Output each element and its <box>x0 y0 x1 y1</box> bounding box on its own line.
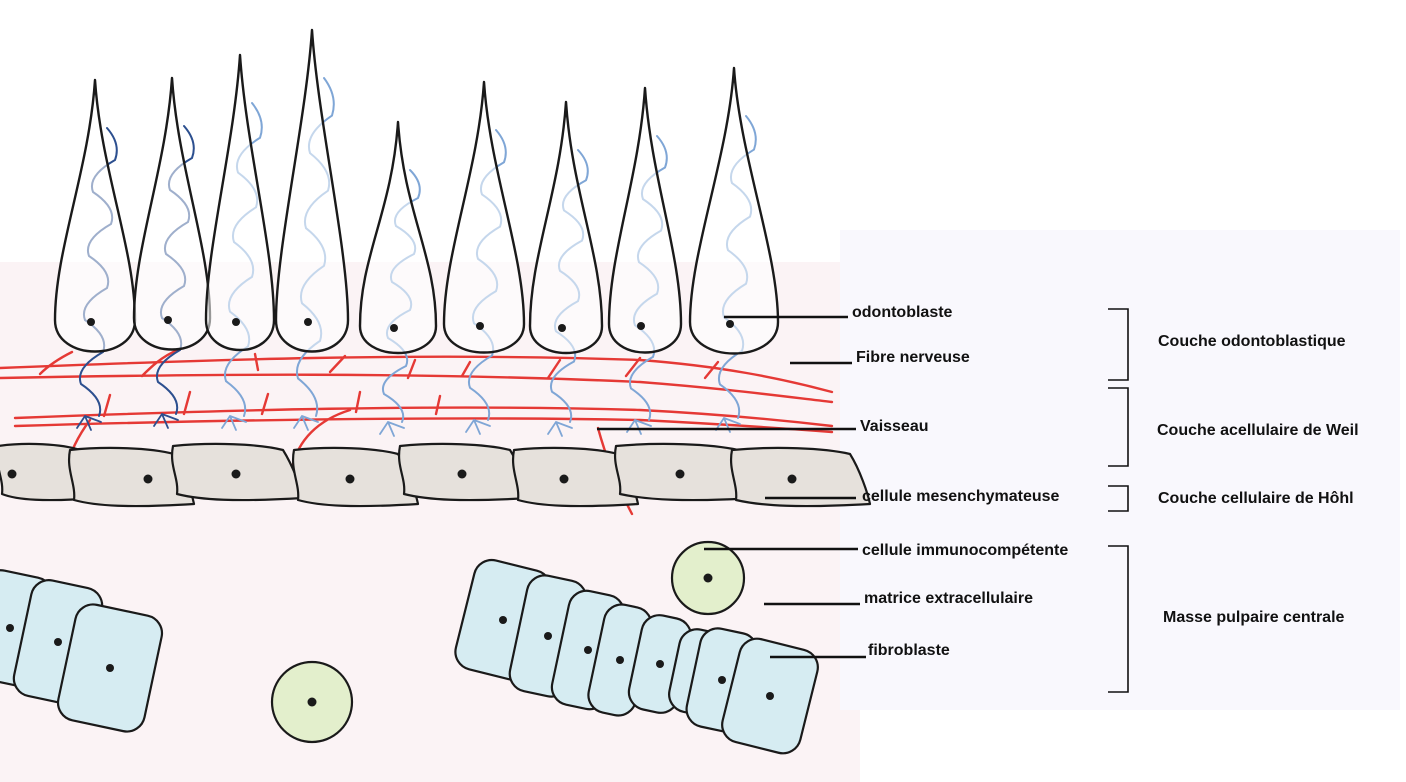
mesenchymal-nucleus <box>231 469 241 479</box>
vessel-stroke <box>140 348 180 378</box>
fibroblast-nucleus <box>6 624 14 632</box>
vessel-stroke <box>0 373 834 404</box>
odontoblast-cell <box>204 53 276 352</box>
odontoblast-cell <box>132 76 212 351</box>
mesenchymal-nucleus <box>7 469 17 479</box>
vessel-stroke <box>102 393 112 418</box>
fibroblast-group <box>0 558 819 755</box>
nerve-ending <box>221 415 247 431</box>
layer-masse-pulpaire-centrale: Masse pulpaire centrale <box>1163 609 1345 626</box>
label-cellule-immunocompetente: cellule immunocompétente <box>862 542 1069 559</box>
vessels <box>0 348 834 516</box>
mesenchymal-nucleus <box>675 469 685 479</box>
nerve-ending <box>465 419 491 435</box>
vessel-stroke <box>253 352 260 372</box>
leader-lines <box>597 315 866 659</box>
vessel-stroke <box>182 390 192 416</box>
vessel-stroke <box>406 358 417 380</box>
odontoblast-cell <box>53 78 137 353</box>
odontoblast-cell <box>358 120 438 355</box>
mesenchymal-cell <box>730 446 872 508</box>
fibroblast-nucleus <box>499 616 507 624</box>
mesenchymal-nucleus <box>559 474 569 484</box>
vessel-stroke <box>260 392 270 416</box>
mesenchymal-nucleus <box>457 469 467 479</box>
fibroblast-nucleus <box>106 664 114 672</box>
layer-bracket <box>1108 485 1129 512</box>
vessel-stroke <box>0 355 834 394</box>
label-panel-background <box>840 230 1400 710</box>
immune-cell-nucleus <box>307 697 317 707</box>
layer-bracket <box>1108 308 1129 381</box>
label-matrice-extracellulaire: matrice extracellulaire <box>864 590 1033 607</box>
vessel-stroke <box>546 358 562 380</box>
fibroblast-nucleus <box>718 676 726 684</box>
mesenchymal-cell <box>68 446 196 508</box>
odontoblast-cell <box>528 100 604 355</box>
layer-couche-cellulaire-hohl: Couche cellulaire de Hôhl <box>1158 490 1354 507</box>
odontoblast-nucleus <box>164 316 172 324</box>
fibroblast-nucleus <box>616 656 624 664</box>
fibroblast-nucleus <box>54 638 62 646</box>
odontoblast-nucleus <box>476 322 484 330</box>
vessel-stroke <box>13 417 834 434</box>
vessel-stroke <box>354 390 362 414</box>
odontoblast-cell <box>607 86 683 354</box>
vessel-stroke <box>624 356 642 378</box>
odontoblast-cell <box>688 66 780 355</box>
fibroblast-nucleus <box>544 632 552 640</box>
vessel-stroke <box>328 354 347 374</box>
vessel-stroke <box>434 394 442 416</box>
vessel-stroke <box>38 350 74 376</box>
layer-bracket <box>1108 387 1129 467</box>
mesenchymal-nucleus <box>345 474 355 484</box>
odontoblast-nucleus <box>304 318 312 326</box>
nerve-ending <box>76 415 102 431</box>
immune-cell-nucleus <box>703 573 713 583</box>
odontoblast-cell <box>274 28 350 353</box>
fibroblast-nucleus <box>584 646 592 654</box>
odontoblast-nucleus <box>558 324 566 332</box>
mesenchymal-cell-row <box>0 442 872 508</box>
mesenchymal-cell <box>292 446 420 508</box>
mesenchymal-nucleus <box>787 474 797 484</box>
nerve-ending <box>547 421 573 437</box>
odontoblast-nucleus <box>87 318 95 326</box>
vessel-stroke <box>703 360 720 380</box>
odontoblast-nucleus <box>232 318 240 326</box>
odontoblast-nucleus <box>637 322 645 330</box>
layer-couche-odontoblastique: Couche odontoblastique <box>1158 333 1346 350</box>
nerve-ending <box>379 421 405 437</box>
label-odontoblaste: odontoblaste <box>852 304 953 321</box>
vessel-stroke <box>13 406 834 428</box>
label-vaisseau: Vaisseau <box>860 418 929 435</box>
fibroblast-nucleus <box>656 660 664 668</box>
odontoblast-cell <box>442 80 526 354</box>
label-cellule-mesenchymateuse: cellule mesenchymateuse <box>862 488 1060 505</box>
label-fibroblaste: fibroblaste <box>868 642 950 659</box>
odontoblast-layer <box>53 28 780 355</box>
layer-bracket <box>1108 545 1129 693</box>
layer-couche-acellulaire-weil: Couche acellulaire de Weil <box>1157 422 1359 439</box>
nerve-ending <box>293 415 319 431</box>
mesenchymal-nucleus <box>143 474 153 484</box>
label-fibre-nerveuse: Fibre nerveuse <box>856 349 970 366</box>
odontoblast-nucleus <box>390 324 398 332</box>
vessel-stroke <box>460 360 472 378</box>
layer-brackets <box>1108 308 1129 693</box>
immune-cells <box>270 540 746 744</box>
nerve-ending <box>153 413 179 429</box>
mesenchymal-cell <box>512 446 640 508</box>
fibroblast-nucleus <box>766 692 774 700</box>
odontoblast-nucleus <box>726 320 734 328</box>
